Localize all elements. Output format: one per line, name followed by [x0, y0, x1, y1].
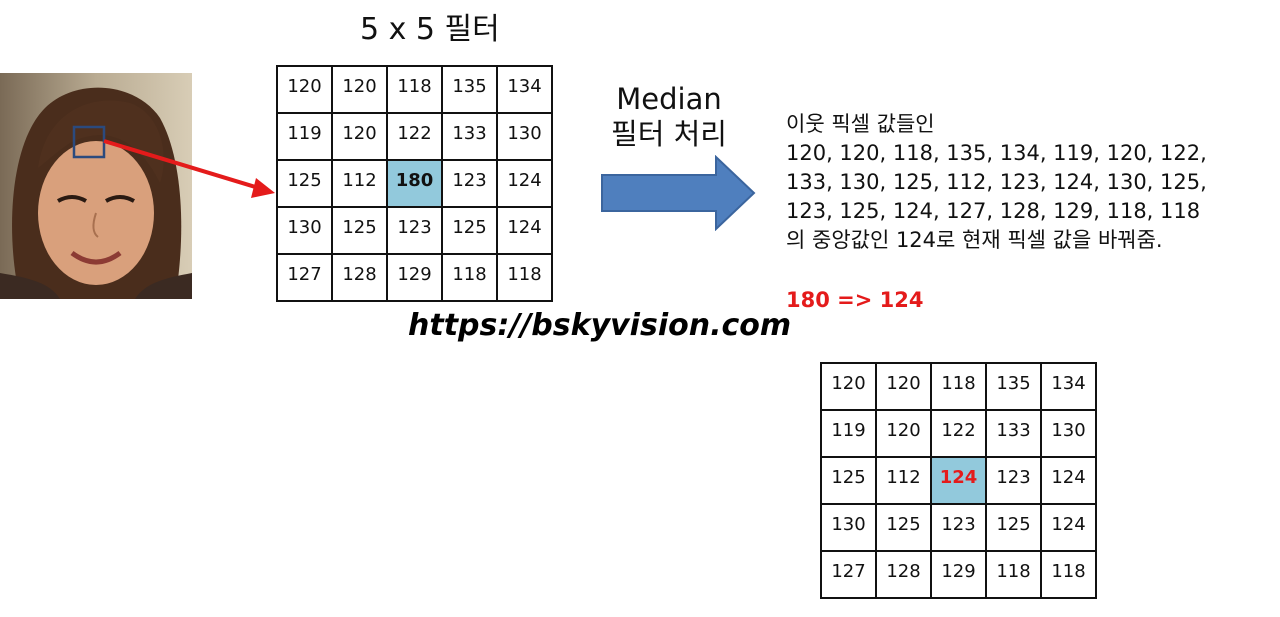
right-block-arrow-icon — [601, 155, 756, 231]
filter-title: 5 x 5 필터 — [360, 12, 500, 47]
grid-cell: 128 — [875, 550, 932, 599]
grid-cell: 125 — [331, 206, 388, 255]
grid-cell: 130 — [496, 112, 553, 161]
filtered-pixel-cell: 124 — [930, 456, 987, 505]
grid-cell: 127 — [276, 253, 333, 302]
grid-cell: 133 — [441, 112, 498, 161]
face-photo-drawing — [0, 73, 192, 299]
grid-cell: 129 — [930, 550, 987, 599]
grid-cell: 135 — [441, 65, 498, 114]
grid-cell: 127 — [820, 550, 877, 599]
watermark-url: https://bskyvision.com — [408, 308, 792, 343]
grid-cell: 130 — [1040, 409, 1097, 458]
grid-row: 130 125 123 125 124 — [820, 503, 1097, 552]
grid-row: 125 112 180 123 124 — [276, 159, 553, 208]
grid-cell: 124 — [1040, 456, 1097, 505]
grid-cell: 112 — [331, 159, 388, 208]
grid-cell: 123 — [386, 206, 443, 255]
grid-cell: 128 — [331, 253, 388, 302]
grid-cell: 120 — [820, 362, 877, 411]
grid-row: 127 128 129 118 118 — [820, 550, 1097, 599]
grid-cell: 123 — [930, 503, 987, 552]
result-text: 180 => 124 — [786, 288, 924, 312]
grid-cell: 118 — [1040, 550, 1097, 599]
median-description: 이웃 픽셀 값들인 120, 120, 118, 135, 134, 119, … — [786, 110, 1207, 255]
median-label-line1: Median — [616, 82, 722, 116]
grid-cell: 123 — [441, 159, 498, 208]
grid-cell: 125 — [820, 456, 877, 505]
grid-cell: 118 — [930, 362, 987, 411]
median-label-line2: 필터 처리 — [611, 117, 727, 151]
description-line: 의 중앙값인 124로 현재 픽셀 값을 바꿔줌. — [786, 228, 1163, 252]
grid-cell: 135 — [985, 362, 1042, 411]
grid-cell: 124 — [496, 206, 553, 255]
description-line: 이웃 픽셀 값들인 — [786, 112, 935, 136]
face-photo — [0, 73, 192, 299]
grid-cell: 123 — [985, 456, 1042, 505]
grid-row: 119 120 122 133 130 — [820, 409, 1097, 458]
filter-grid-after: 120 120 118 135 134 119 120 122 133 130 … — [820, 362, 1097, 599]
description-line: 123, 125, 124, 127, 128, 129, 118, 118 — [786, 199, 1201, 223]
median-filter-label: Median 필터 처리 — [594, 82, 744, 152]
grid-cell: 130 — [276, 206, 333, 255]
grid-row: 120 120 118 135 134 — [820, 362, 1097, 411]
grid-cell: 125 — [441, 206, 498, 255]
grid-cell: 125 — [276, 159, 333, 208]
grid-cell: 130 — [820, 503, 877, 552]
grid-cell: 119 — [820, 409, 877, 458]
grid-cell: 125 — [875, 503, 932, 552]
grid-cell: 129 — [386, 253, 443, 302]
grid-cell: 120 — [331, 65, 388, 114]
grid-cell: 119 — [276, 112, 333, 161]
grid-cell: 134 — [1040, 362, 1097, 411]
grid-cell: 124 — [496, 159, 553, 208]
grid-cell: 122 — [930, 409, 987, 458]
grid-cell: 120 — [875, 362, 932, 411]
description-line: 120, 120, 118, 135, 134, 119, 120, 122, — [786, 141, 1207, 165]
grid-cell: 118 — [386, 65, 443, 114]
grid-cell: 134 — [496, 65, 553, 114]
grid-cell: 124 — [1040, 503, 1097, 552]
grid-cell: 112 — [875, 456, 932, 505]
grid-cell: 118 — [496, 253, 553, 302]
grid-cell: 118 — [985, 550, 1042, 599]
grid-cell: 118 — [441, 253, 498, 302]
grid-cell: 120 — [276, 65, 333, 114]
grid-cell: 122 — [386, 112, 443, 161]
grid-row: 127 128 129 118 118 — [276, 253, 553, 302]
grid-cell: 125 — [985, 503, 1042, 552]
grid-row: 130 125 123 125 124 — [276, 206, 553, 255]
grid-row: 120 120 118 135 134 — [276, 65, 553, 114]
grid-cell: 120 — [875, 409, 932, 458]
center-pixel-cell: 180 — [386, 159, 443, 208]
description-line: 133, 130, 125, 112, 123, 124, 130, 125, — [786, 170, 1207, 194]
grid-row: 119 120 122 133 130 — [276, 112, 553, 161]
grid-row: 125 112 124 123 124 — [820, 456, 1097, 505]
grid-cell: 133 — [985, 409, 1042, 458]
filter-grid-before: 120 120 118 135 134 119 120 122 133 130 … — [276, 65, 553, 302]
grid-cell: 120 — [331, 112, 388, 161]
